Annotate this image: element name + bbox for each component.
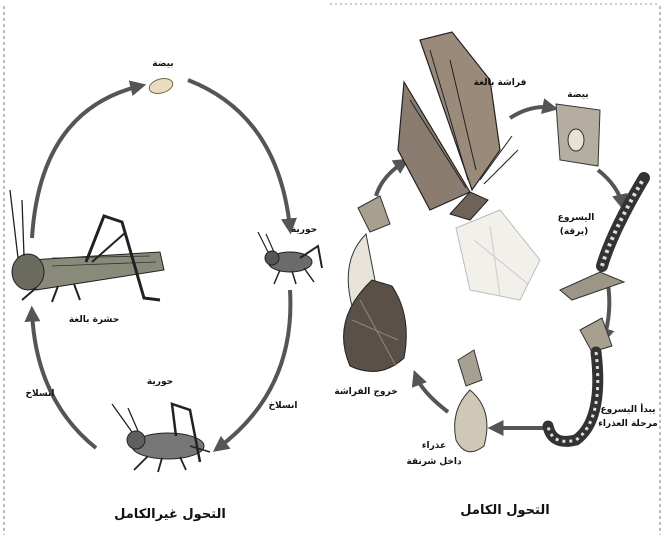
arrow-pupa-to-emerge — [416, 376, 448, 412]
arrow-adult-to-egg — [32, 86, 140, 238]
emerging-butterfly-icon — [344, 196, 407, 371]
arrow-egg-to-nymph — [188, 80, 290, 228]
pupa-label-2: داخل شرنقة — [406, 457, 462, 467]
larva-label-2: (يرقة) — [560, 227, 589, 237]
adult-butterfly-label: فراشة بالغة — [474, 78, 527, 88]
incomplete-cycle: بيضة حورية حورية حشرة بالغة انسلاخ انسلا… — [10, 59, 322, 522]
pupa-start-label-1: يبدأ اليسروع — [600, 403, 655, 415]
incomplete-title: التحول غيرالكامل — [114, 507, 226, 522]
pupa-label-1: عذراء — [422, 441, 446, 451]
pupa-start-label-2: مرحلة العذراء — [598, 419, 658, 429]
butterfly-egg-label: بيضة — [567, 90, 588, 100]
molt-right-label: انسلاخ — [269, 401, 298, 411]
complete-title: التحول الكامل — [460, 503, 549, 518]
arrow-nymph-to-nymph — [218, 290, 290, 448]
nymph-small-icon — [258, 232, 322, 284]
adult-grasshopper-icon — [10, 190, 164, 302]
adult-butterfly-icon — [398, 32, 540, 300]
nymph-top-label: حورية — [291, 225, 317, 235]
butterfly-egg-icon — [556, 104, 600, 166]
arrow-nymph-to-adult — [32, 312, 96, 448]
nymph-bottom-label: حورية — [147, 377, 173, 387]
molt-left-label: انسلاخ — [26, 389, 55, 399]
chrysalis-icon — [455, 350, 487, 452]
arrow-emerge-to-butterfly — [376, 162, 404, 196]
arrow-egg-to-larva — [598, 170, 622, 204]
egg-label: بيضة — [152, 59, 173, 69]
nymph-large-icon — [112, 404, 210, 472]
caterpillar-icon — [560, 178, 644, 300]
adult-label: حشرة بالغة — [69, 315, 119, 325]
larva-label-1: اليسروع — [558, 213, 595, 223]
complete-cycle: فراشة بالغة بيضة اليسروع (يرقة) يبدأ الي… — [334, 32, 657, 518]
grasshopper-egg-icon — [148, 76, 175, 96]
arrow-butterfly-to-egg — [510, 107, 552, 118]
emerge-label: خروج الفراشة — [334, 387, 397, 397]
